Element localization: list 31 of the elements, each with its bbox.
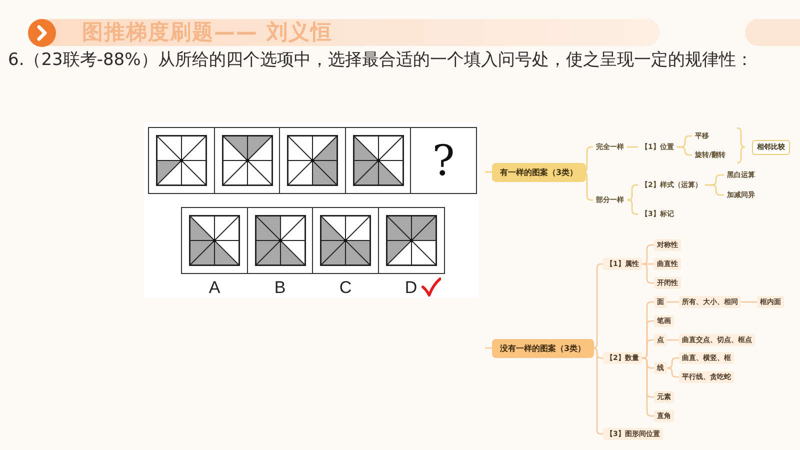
- option-letter: A: [208, 279, 220, 297]
- connector-line: [667, 367, 679, 378]
- option-letter: C: [339, 279, 352, 297]
- connector-line: [642, 244, 654, 265]
- figure-frame: [344, 127, 412, 194]
- connector-line: [667, 339, 679, 341]
- connector-line: [627, 184, 638, 201]
- connector-line: [627, 199, 638, 215]
- connector-line: [642, 357, 654, 417]
- connector-line: [642, 339, 654, 359]
- figure-frame: [148, 127, 215, 194]
- option-letter: B: [274, 279, 286, 297]
- figure-frame: [214, 127, 280, 194]
- connector-line: [741, 301, 757, 303]
- connector-line: [704, 184, 724, 196]
- figure-frame: [279, 127, 346, 194]
- connector-line: [592, 347, 603, 435]
- connector-line: [485, 171, 492, 173]
- connector-line: [667, 357, 679, 369]
- connector-line: [642, 263, 654, 284]
- option-letter: D: [404, 279, 418, 297]
- root-topic: 没有一样的图案（3类）: [492, 338, 594, 358]
- slide-title: 图推梯度刷题—— 刘义恒: [82, 19, 332, 46]
- connector-line: [592, 263, 603, 349]
- connector-line: [676, 146, 692, 156]
- connector-line: [485, 347, 492, 349]
- answer-slot: ?: [410, 127, 477, 194]
- question-text: 6.（23联考-88%）从所给的四个选项中，选择最合适的一个填入问号处，使之呈现一定的规律性：: [8, 49, 753, 72]
- root-topic: 有一样的图案（3类）: [492, 162, 586, 182]
- connector-line: [627, 146, 638, 148]
- connector-line: [667, 301, 679, 303]
